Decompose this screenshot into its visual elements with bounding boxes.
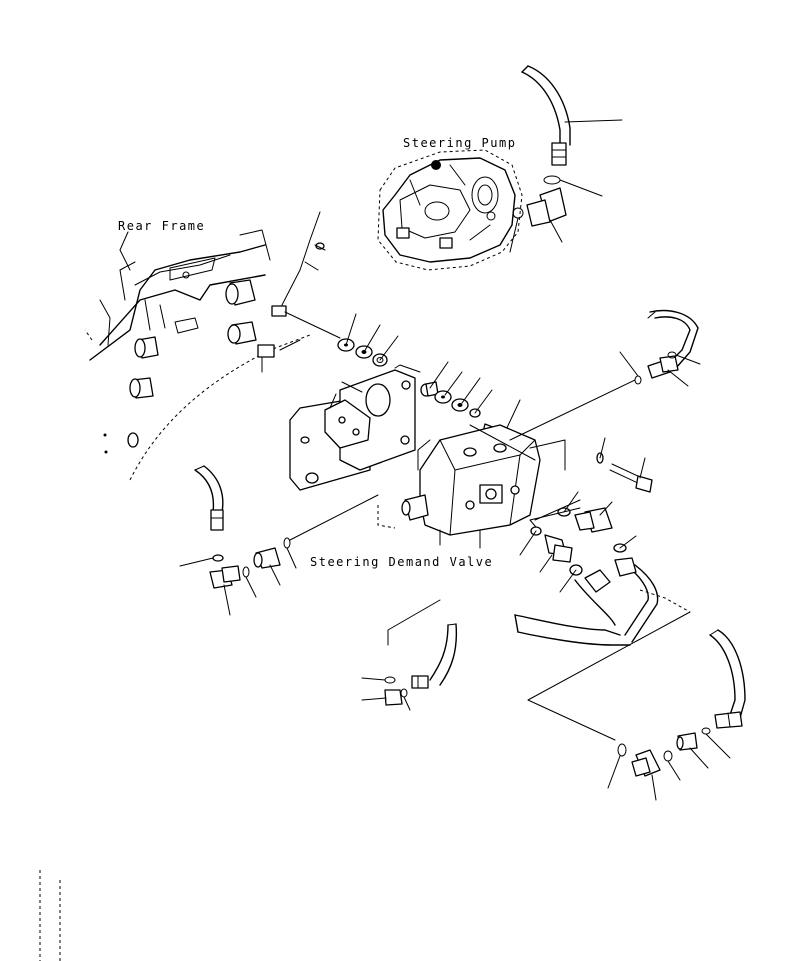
- frame-bosses: [103, 242, 325, 454]
- washer-set-lower: [420, 361, 493, 418]
- label-rear-frame: Rear Frame: [118, 219, 205, 233]
- right-hoses: [619, 309, 701, 387]
- washer-set-upper: [337, 313, 399, 367]
- lower-center-group: [361, 599, 458, 711]
- scan-artifacts: [39, 870, 61, 961]
- pump-elbow-fitting: [526, 175, 603, 243]
- label-steering-pump: Steering Pump: [403, 136, 516, 150]
- supply-hoses: [514, 557, 691, 646]
- right-fittings: [529, 491, 637, 553]
- label-steering-demand-valve: Steering Demand Valve: [310, 555, 493, 569]
- frame-linkage: [257, 211, 341, 373]
- left-fittings: [179, 494, 379, 616]
- left-hose: [194, 465, 224, 531]
- steering-pump: [377, 149, 523, 271]
- pump-o-ring: [512, 207, 524, 219]
- mounting-bracket: [289, 364, 421, 491]
- rear-frame: [84, 229, 311, 481]
- lower-right-group: [527, 611, 746, 801]
- pump-hose: [521, 65, 623, 166]
- bolt-long: [469, 424, 653, 493]
- center-lower-fittings: [519, 526, 583, 593]
- steering-demand-valve: [377, 379, 636, 549]
